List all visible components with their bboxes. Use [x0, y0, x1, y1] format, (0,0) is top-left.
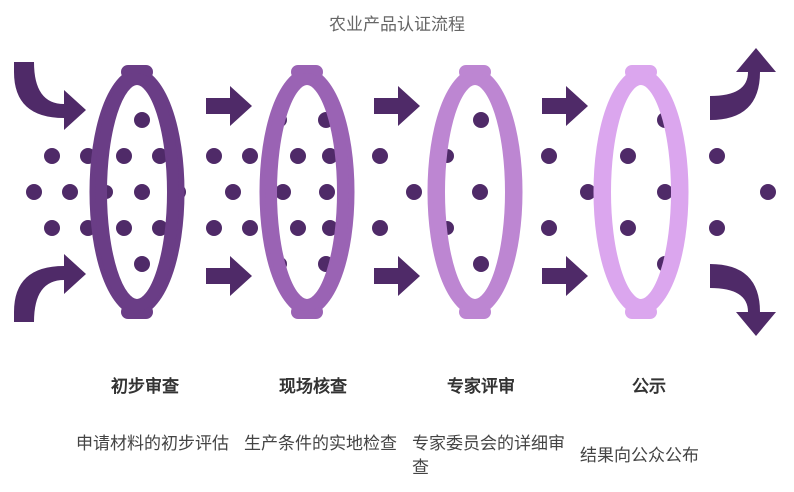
arrow-right-icon	[542, 86, 588, 126]
dot	[242, 220, 258, 236]
dot	[134, 184, 150, 200]
dot	[62, 184, 78, 200]
dot	[275, 184, 291, 200]
dot	[541, 148, 557, 164]
stage-4-description: 结果向公众公布	[580, 446, 699, 466]
stage-4-ring-outline	[599, 73, 683, 311]
dot	[372, 220, 388, 236]
dot	[372, 148, 388, 164]
dot	[620, 220, 636, 236]
dot	[134, 112, 150, 128]
dot	[406, 184, 422, 200]
dot	[206, 148, 222, 164]
dot	[541, 220, 557, 236]
dot	[760, 184, 776, 200]
stage-1-description: 申请材料的初步评估	[76, 434, 229, 454]
stage-3-description: 专家委员会的详细审查	[412, 434, 565, 478]
dot	[709, 148, 725, 164]
dot	[290, 220, 306, 236]
dot	[152, 220, 168, 236]
arrow-right-icon	[206, 86, 252, 126]
dot	[152, 148, 168, 164]
stage-3-title: 专家评审	[447, 377, 515, 397]
curved-arrow-out-bottom-icon	[710, 264, 776, 336]
dot	[242, 148, 258, 164]
curved-arrow-out-top-icon	[710, 48, 776, 120]
arrow-right-icon	[374, 86, 420, 126]
dot	[26, 184, 42, 200]
dot	[657, 184, 673, 200]
dot	[134, 256, 150, 272]
dot	[322, 148, 338, 164]
curved-arrow-in-top-icon	[14, 62, 86, 130]
dot	[44, 148, 60, 164]
stage-1-title: 初步审查	[111, 377, 179, 397]
dot	[116, 220, 132, 236]
dot	[473, 112, 489, 128]
dot	[709, 220, 725, 236]
dot	[580, 184, 596, 200]
stage-4-title: 公示	[632, 377, 666, 397]
diagram-title: 农业产品认证流程	[329, 15, 465, 35]
arrow-right-icon	[206, 256, 252, 296]
dot	[473, 256, 489, 272]
curved-arrow-in-bottom-icon	[14, 254, 86, 322]
dot	[472, 184, 488, 200]
stage-2-title: 现场核查	[279, 377, 347, 397]
dot	[322, 220, 338, 236]
dot	[319, 184, 335, 200]
arrow-right-icon	[374, 256, 420, 296]
dot	[290, 148, 306, 164]
dot	[206, 220, 222, 236]
stage-1-ring-outline	[95, 73, 179, 311]
dot	[225, 184, 241, 200]
stage-2-ring-outline	[265, 73, 349, 311]
arrow-right-icon	[542, 256, 588, 296]
stage-2-description: 生产条件的实地检查	[244, 434, 397, 454]
dot	[116, 148, 132, 164]
stage-3-ring-outline	[433, 73, 517, 311]
dot	[44, 220, 60, 236]
dot	[620, 148, 636, 164]
